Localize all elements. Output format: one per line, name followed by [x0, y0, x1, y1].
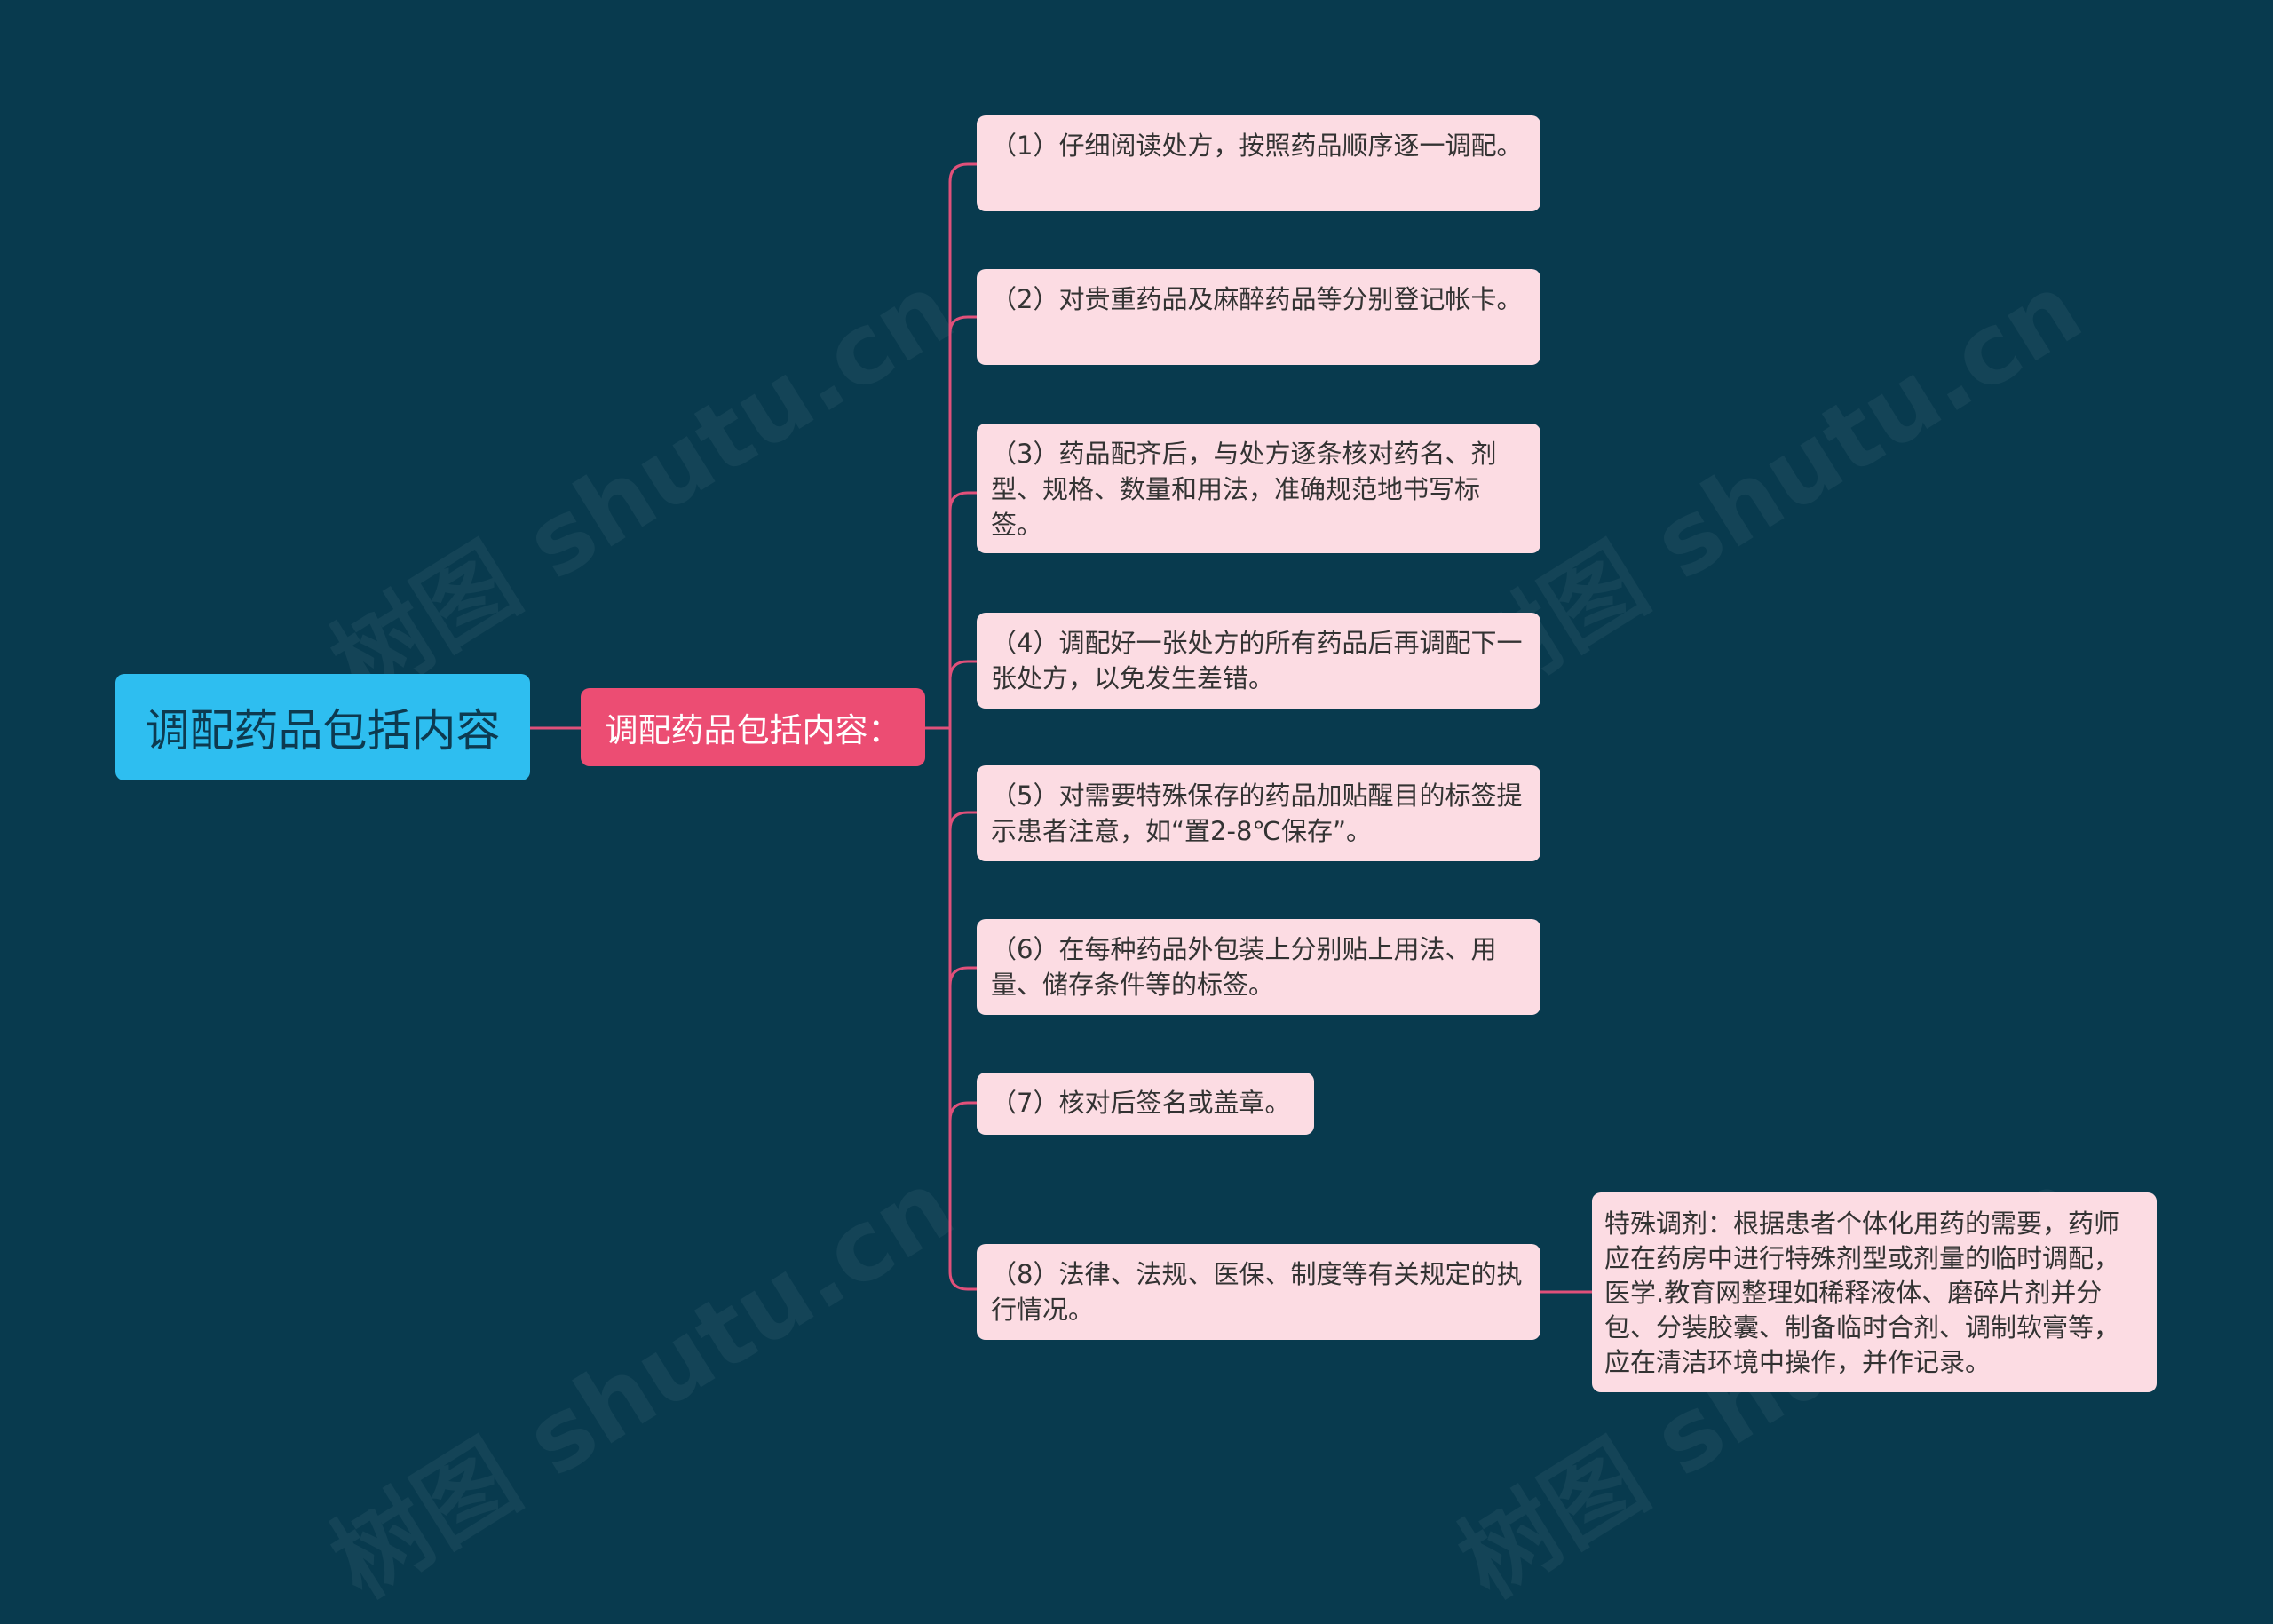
leaf-item-5[interactable]: （5）对需要特殊保存的药品加贴醒目的标签提示患者注意，如“置2-8℃保存”。 — [977, 765, 1540, 861]
watermark: 树图 shutu.cn — [312, 251, 973, 723]
mind-map-canvas: 树图 shutu.cn 树图 shutu.cn 树图 shutu.cn 树图 s… — [115, 115, 2157, 1620]
connector-item-3 — [948, 491, 977, 511]
leaf-item-6[interactable]: （6）在每种药品外包装上分别贴上用法、用量、储存条件等的标签。 — [977, 919, 1540, 1015]
leaf-item-1[interactable]: （1）仔细阅读处方，按照药品顺序逐一调配。 — [977, 115, 1540, 211]
root-node[interactable]: 调配药品包括内容 — [115, 674, 530, 780]
connector-item-6 — [948, 966, 977, 986]
leaf-item-7[interactable]: （7）核对后签名或盖章。 — [977, 1073, 1314, 1135]
note-special-dispensing[interactable]: 特殊调剂：根据患者个体化用药的需要，药师应在药房中进行特殊剂型或剂量的临时调配，… — [1592, 1192, 2157, 1392]
leaf-item-3[interactable]: （3）药品配齐后，与处方逐条核对药名、剂型、规格、数量和用法，准确规范地书写标签… — [977, 424, 1540, 553]
leaf-item-4[interactable]: （4）调配好一张处方的所有药品后再调配下一张处方，以免发生差错。 — [977, 613, 1540, 709]
connector-item-5 — [948, 811, 977, 831]
leaf-item-2[interactable]: （2）对贵重药品及麻醉药品等分别登记帐卡。 — [977, 269, 1540, 365]
connector-item-2 — [948, 315, 977, 334]
branch-node[interactable]: 调配药品包括内容： — [581, 688, 925, 766]
connector-item-1 — [948, 162, 977, 183]
connector-item-7 — [948, 1101, 977, 1121]
connector-item-8 — [948, 1271, 977, 1291]
leaf-item-8[interactable]: （8）法律、法规、医保、制度等有关规定的执行情况。 — [977, 1244, 1540, 1340]
connector-item-4 — [948, 660, 977, 680]
watermark: 树图 shutu.cn — [312, 1148, 973, 1620]
